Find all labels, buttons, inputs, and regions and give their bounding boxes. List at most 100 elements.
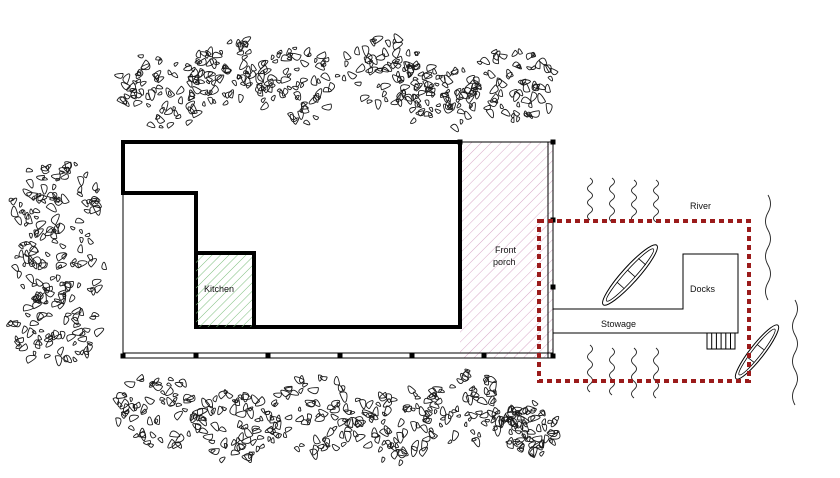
tree-scribble (77, 185, 83, 194)
tree-scribble (332, 425, 338, 432)
tree-scribble (159, 396, 166, 401)
tree-scribble (286, 55, 293, 61)
tree-scribble (396, 70, 401, 77)
tree-scribble (346, 416, 354, 428)
tree-scribble (258, 59, 269, 70)
tree-scribble (473, 87, 478, 95)
tree-scribble (90, 196, 101, 203)
tree-scribble (469, 429, 476, 435)
tree-scribble (257, 70, 265, 83)
tree-scribble (235, 39, 242, 48)
tree-scribble (12, 321, 22, 328)
tree-scribble (87, 237, 94, 245)
tree-scribble (64, 161, 72, 173)
tree-scribble (31, 262, 38, 270)
tree-scribble (260, 60, 267, 67)
tree-scribble (386, 61, 392, 66)
tree-canopy-icon (423, 368, 517, 448)
tree-canopies (6, 33, 561, 467)
fence-post (337, 353, 343, 359)
tree-scribble (230, 438, 237, 446)
tree-scribble (164, 107, 173, 115)
tree-scribble (354, 46, 360, 56)
tree-scribble (434, 409, 438, 415)
tree-scribble (72, 356, 78, 363)
tree-scribble (505, 440, 513, 445)
tree-scribble (402, 405, 413, 413)
tree-scribble (491, 97, 499, 104)
tree-scribble (396, 448, 409, 457)
tree-scribble (483, 71, 489, 76)
tree-scribble (521, 433, 527, 439)
tree-scribble (241, 436, 252, 444)
tree-scribble (426, 391, 437, 400)
tree-scribble (151, 87, 157, 94)
tree-scribble (468, 411, 479, 420)
tree-scribble (487, 69, 496, 79)
tree-scribble (530, 65, 536, 71)
tree-scribble (419, 424, 428, 434)
tree-scribble (545, 103, 553, 114)
tree-scribble (45, 251, 51, 257)
tree-scribble (129, 397, 133, 403)
tree-scribble (77, 335, 87, 343)
tree-scribble (506, 418, 512, 424)
tree-scribble (379, 391, 388, 399)
fence-post (409, 353, 415, 359)
tree-scribble (63, 355, 69, 363)
tree-scribble (412, 76, 419, 81)
tree-scribble (339, 430, 345, 439)
tree-scribble (506, 68, 514, 78)
tree-scribble (247, 70, 257, 80)
tree-scribble (497, 78, 508, 89)
tree-scribble (237, 74, 241, 80)
tree-scribble (280, 76, 292, 84)
tree-scribble (46, 191, 57, 199)
tree-scribble (280, 389, 291, 397)
tree-scribble (236, 50, 244, 56)
tree-scribble (410, 445, 418, 458)
tree-scribble (276, 49, 283, 55)
tree-scribble (306, 413, 313, 422)
tree-scribble (211, 79, 217, 86)
tree-scribble (267, 74, 278, 81)
tree-scribble (272, 58, 279, 64)
tree-scribble (15, 343, 22, 349)
tree-scribble (531, 80, 539, 92)
tree-scribble (165, 87, 176, 98)
tree-scribble (178, 378, 187, 388)
tree-scribble (320, 62, 327, 67)
tree-scribble (124, 381, 136, 389)
tree-canopy-icon (6, 289, 105, 367)
tree-scribble (33, 215, 40, 220)
tree-scribble (444, 413, 452, 425)
tree-scribble (212, 395, 218, 403)
tree-scribble (155, 114, 161, 120)
tree-scribble (517, 48, 523, 55)
tree-scribble (312, 115, 320, 121)
tree-scribble (137, 430, 146, 438)
tree-scribble (34, 229, 40, 235)
tree-scribble (487, 100, 498, 107)
tree-scribble (195, 49, 201, 59)
tree-scribble (270, 54, 275, 61)
tree-scribble (166, 382, 172, 387)
stowage-label: Stowage (601, 319, 636, 329)
tree-scribble (541, 418, 546, 426)
tree-scribble (463, 421, 468, 427)
tree-scribble (51, 173, 61, 180)
tree-scribble (342, 403, 349, 413)
tree-scribble (413, 391, 419, 397)
tree-scribble (528, 101, 533, 108)
tree-scribble (372, 35, 384, 45)
tree-scribble (199, 51, 209, 57)
tree-scribble (18, 209, 24, 214)
tree-scribble (543, 63, 552, 74)
tree-scribble (138, 88, 145, 96)
tree-scribble (380, 418, 386, 425)
tree-scribble (428, 427, 434, 433)
tree-scribble (474, 82, 482, 87)
tree-scribble (204, 91, 210, 97)
tree-scribble (55, 223, 61, 229)
tree-scribble (415, 402, 420, 409)
